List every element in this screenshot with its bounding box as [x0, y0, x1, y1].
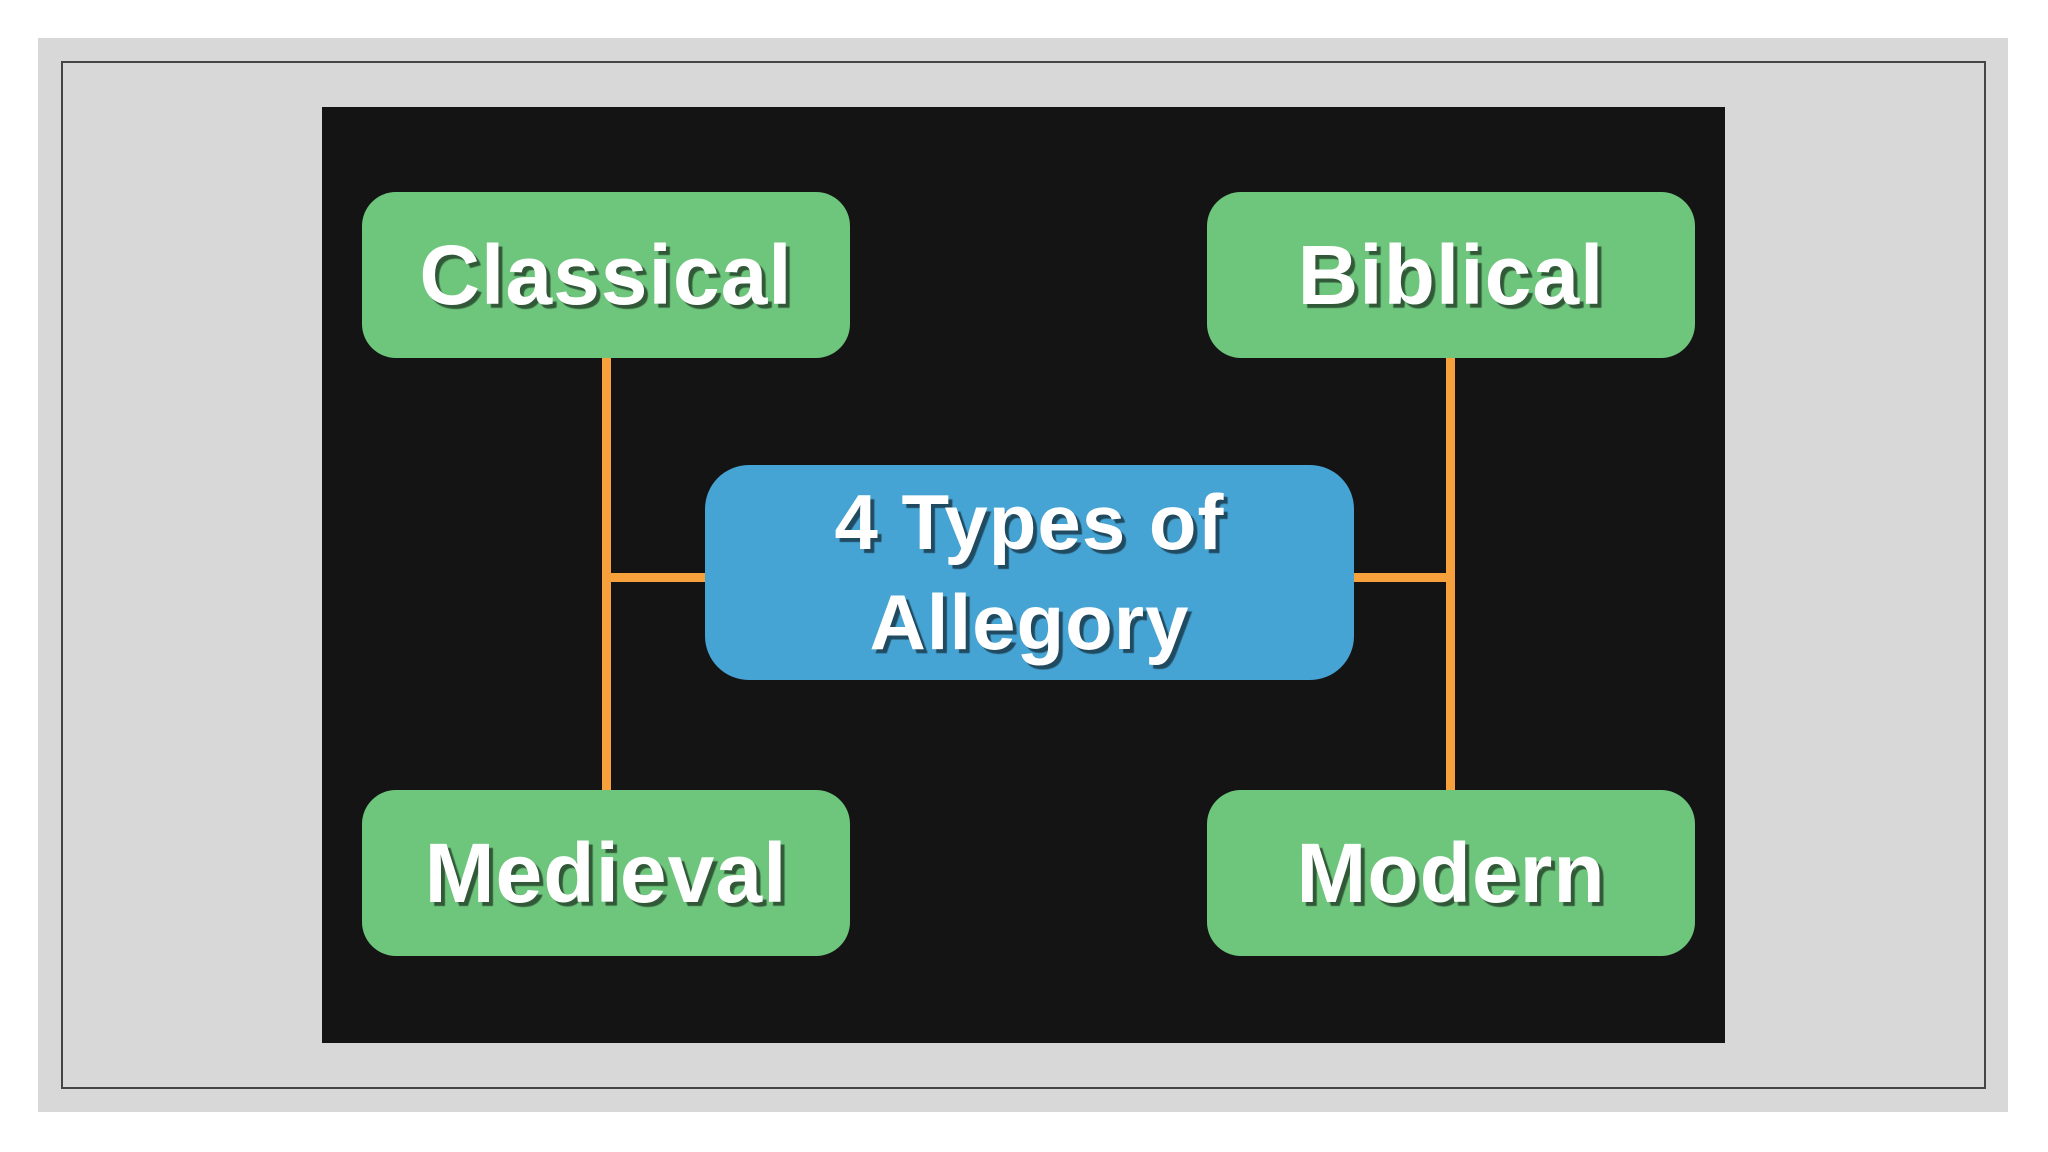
node-modern-label: Modern: [1296, 825, 1606, 920]
center-title-label: 4 Types of Allegory: [834, 477, 1225, 666]
node-biblical: Biblical: [1207, 192, 1695, 358]
connector-right-to-center: [1354, 573, 1451, 582]
node-classical: Classical: [362, 192, 850, 358]
diagram-canvas: Classical Biblical Medieval Modern 4 Typ…: [322, 107, 1725, 1043]
node-classical-label: Classical: [419, 227, 793, 322]
node-center-title: 4 Types of Allegory: [705, 465, 1354, 680]
node-modern: Modern: [1207, 790, 1695, 956]
node-medieval: Medieval: [362, 790, 850, 956]
node-medieval-label: Medieval: [424, 825, 788, 920]
connector-left-to-center: [606, 573, 705, 582]
node-biblical-label: Biblical: [1297, 227, 1605, 322]
diagram-frame-border: [61, 61, 1986, 1089]
